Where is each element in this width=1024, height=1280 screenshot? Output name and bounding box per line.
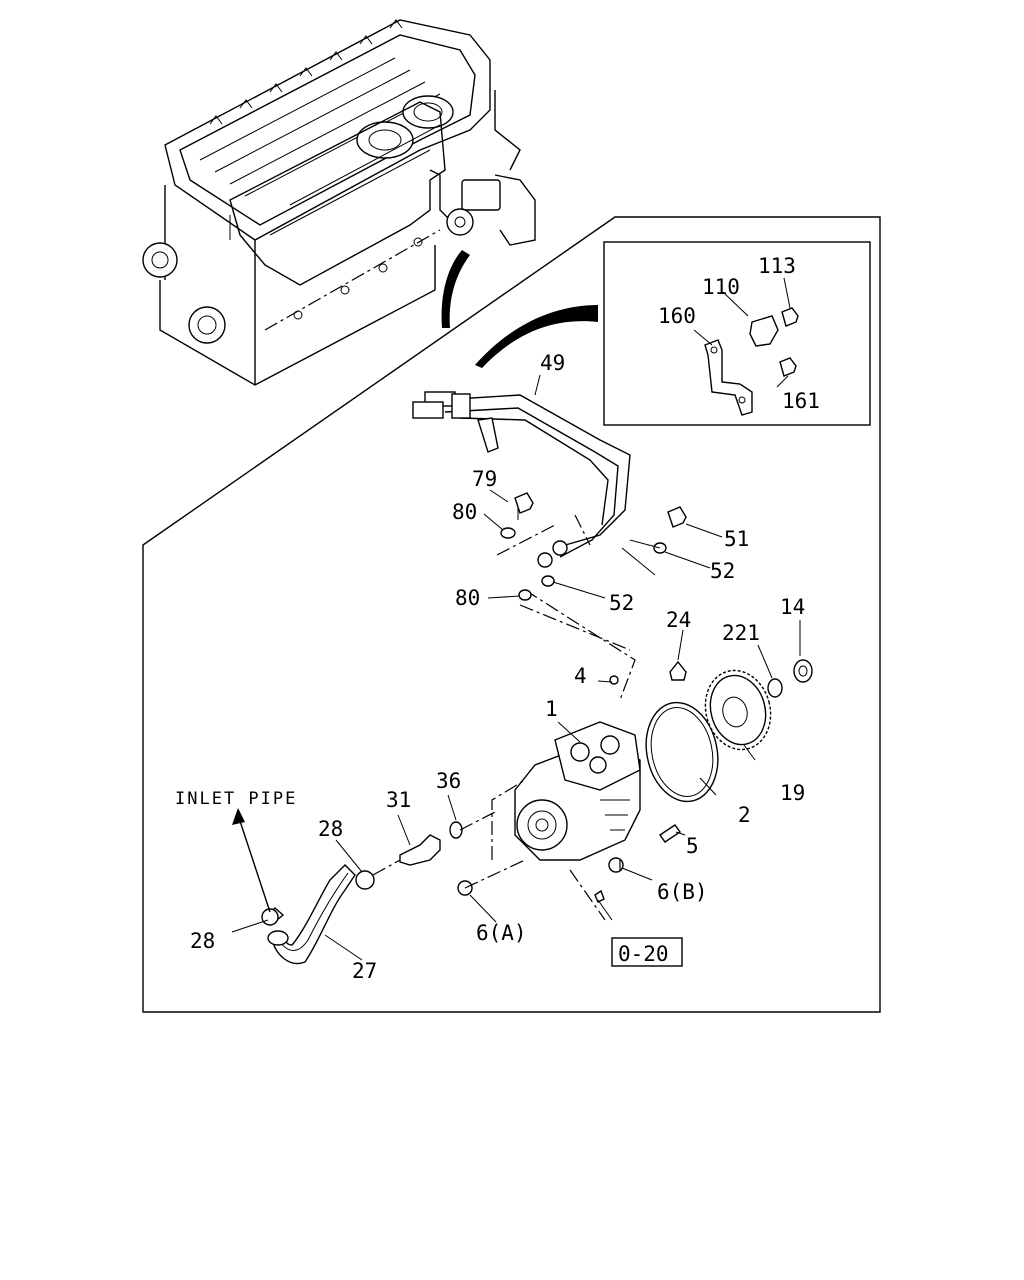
callout-52-lower: 52: [609, 591, 634, 615]
callout-28-upper: 28: [318, 817, 343, 841]
fuel-pipe-assembly: [412, 374, 687, 701]
fuel-pump-illustration: [457, 659, 813, 921]
bracket-inset-box: [475, 241, 871, 426]
callout-51: 51: [724, 527, 749, 551]
callout-221: 221: [722, 621, 760, 645]
callout-4: 4: [574, 664, 587, 688]
callout-79: 79: [472, 467, 497, 491]
ref-box-label: 0-20: [618, 942, 669, 966]
inlet-pipe-label: INLET PIPE: [175, 789, 297, 809]
callout-52-right: 52: [710, 559, 735, 583]
leader-lines: [231, 489, 801, 961]
main-frame: [142, 216, 881, 1013]
callout-80-upper: 80: [452, 500, 477, 524]
ref-box-frame: [611, 937, 683, 967]
callout-80-lower: 80: [455, 586, 480, 610]
callout-27: 27: [352, 959, 377, 983]
callout-19: 19: [780, 781, 805, 805]
callout-labels: 1 2 4 5 6(A) 6(B) 14 19 24 27 28 28 31 3…: [175, 254, 820, 983]
callout-1: 1: [545, 697, 558, 721]
callout-110: 110: [702, 275, 740, 299]
inlet-hose-illustration: [232, 808, 496, 965]
callout-24: 24: [666, 608, 691, 632]
callout-28-lower: 28: [190, 929, 215, 953]
callout-160: 160: [658, 304, 696, 328]
callout-6b: 6(B): [657, 880, 708, 904]
callout-5: 5: [686, 834, 699, 858]
callout-14: 14: [780, 595, 805, 619]
callout-36: 36: [436, 769, 461, 793]
callout-6a: 6(A): [476, 921, 527, 945]
callout-49: 49: [540, 351, 565, 375]
engine-block-illustration: [142, 19, 536, 386]
callout-31: 31: [386, 788, 411, 812]
callout-113: 113: [758, 254, 796, 278]
callout-161: 161: [782, 389, 820, 413]
callout-2: 2: [738, 803, 751, 827]
